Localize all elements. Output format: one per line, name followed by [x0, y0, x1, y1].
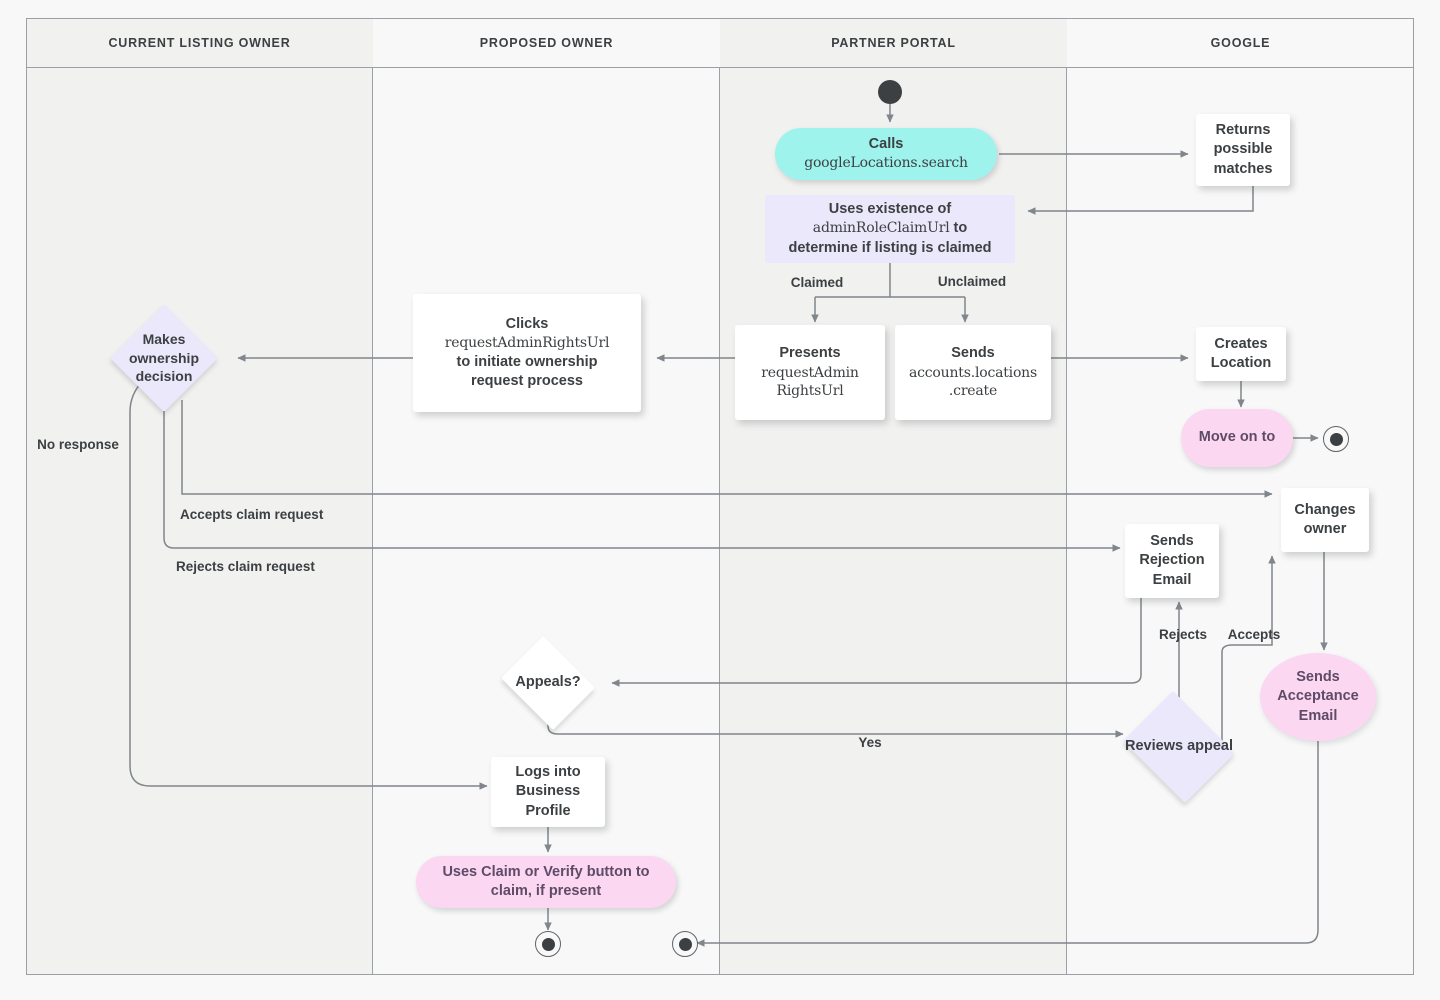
node-label: Changes owner: [1294, 501, 1356, 537]
node-code: adminRoleClaimUrl: [812, 220, 950, 237]
node-line-1: Clicks: [505, 316, 549, 333]
node-label: Returns possible matches: [1213, 122, 1273, 177]
node-line-1: Calls: [868, 136, 904, 153]
node-appeals-decision[interactable]: Appeals?: [496, 636, 600, 730]
node-line-2: to: [949, 220, 968, 237]
node-label: Sends Acceptance Email: [1277, 669, 1359, 724]
lane-header-current-listing-owner: CURRENT LISTING OWNER: [26, 18, 373, 68]
node-code-2: .create: [948, 383, 998, 400]
node-makes-ownership-decision[interactable]: Makes ownership decision: [110, 304, 218, 412]
swimlane-frame: [26, 18, 1414, 975]
node-sends-acceptance-email[interactable]: Sends Acceptance Email: [1260, 653, 1376, 741]
edge-label-no-response: No response: [37, 437, 119, 452]
node-label: Logs into Business Profile: [515, 764, 581, 819]
edge-label-rejects-claim-request: Rejects claim request: [176, 559, 315, 574]
node-logs-into-business-profile[interactable]: Logs into Business Profile: [491, 757, 605, 827]
edge-label-accepts-claim-request: Accepts claim request: [180, 507, 324, 522]
edge-label-unclaimed: Unclaimed: [937, 274, 1007, 289]
node-presents-requestadminrightsurl[interactable]: Presents requestAdmin RightsUrl: [735, 325, 885, 420]
node-line-2: to initiate ownership: [456, 353, 598, 370]
node-move-on-to[interactable]: Move on to: [1181, 409, 1293, 467]
node-clicks-requestadminrightsurl[interactable]: Clicks requestAdminRightsUrl to initiate…: [413, 294, 641, 412]
node-label: Creates Location: [1210, 335, 1272, 371]
node-changes-owner[interactable]: Changes owner: [1281, 488, 1369, 552]
node-sends-rejection-email[interactable]: Sends Rejection Email: [1125, 524, 1219, 598]
end-node-google: [1323, 426, 1349, 452]
edge-label-yes: Yes: [858, 735, 882, 750]
node-code-2: RightsUrl: [776, 383, 844, 400]
lane-title: CURRENT LISTING OWNER: [108, 35, 291, 50]
node-returns-possible-matches[interactable]: Returns possible matches: [1196, 114, 1290, 186]
node-uses-existence-adminroleclaimurl[interactable]: Uses existence of adminRoleClaimUrl to d…: [765, 195, 1015, 263]
node-code: requestAdminRightsUrl: [444, 335, 610, 352]
node-code-1: requestAdmin: [761, 364, 859, 381]
lane-title: GOOGLE: [1210, 35, 1271, 50]
node-line-1: Sends: [951, 345, 995, 362]
lane-header-partner-portal: PARTNER PORTAL: [720, 18, 1067, 68]
lane-header-google: GOOGLE: [1067, 18, 1414, 68]
edge-label-rejects: Rejects: [1158, 627, 1208, 642]
node-uses-claim-or-verify-button[interactable]: Uses Claim or Verify button to claim, if…: [416, 856, 676, 908]
node-code-1: accounts.locations: [909, 364, 1037, 381]
node-creates-location[interactable]: Creates Location: [1196, 327, 1286, 381]
end-node-proposed-owner: [535, 931, 561, 957]
node-label: Reviews appeal: [1125, 738, 1233, 755]
node-line-1: Uses existence of: [828, 201, 952, 218]
node-label: Move on to: [1198, 429, 1276, 446]
lane-header-proposed-owner: PROPOSED OWNER: [373, 18, 720, 68]
edge-label-claimed: Claimed: [790, 275, 844, 290]
start-node: [878, 80, 902, 104]
node-reviews-appeal[interactable]: Reviews appeal: [1117, 691, 1241, 803]
node-line-3: request process: [470, 372, 583, 389]
node-line-1: Presents: [779, 345, 841, 362]
node-label: Appeals?: [515, 674, 581, 691]
node-label: Sends Rejection Email: [1139, 533, 1205, 588]
lane-title: PROPOSED OWNER: [479, 35, 614, 50]
node-calls-googlelocations-search[interactable]: Calls googleLocations.search: [775, 128, 997, 180]
node-label: Makes ownership decision: [128, 331, 199, 385]
node-sends-accounts-locations-create[interactable]: Sends accounts.locations .create: [895, 325, 1051, 420]
node-label: Uses Claim or Verify button to claim, if…: [442, 863, 650, 899]
node-code: googleLocations.search: [804, 155, 968, 172]
node-line-3: determine if listing is claimed: [788, 239, 992, 256]
lane-title: PARTNER PORTAL: [831, 35, 956, 50]
edge-label-accepts: Accepts: [1227, 627, 1281, 642]
end-node-partner-portal: [672, 931, 698, 957]
